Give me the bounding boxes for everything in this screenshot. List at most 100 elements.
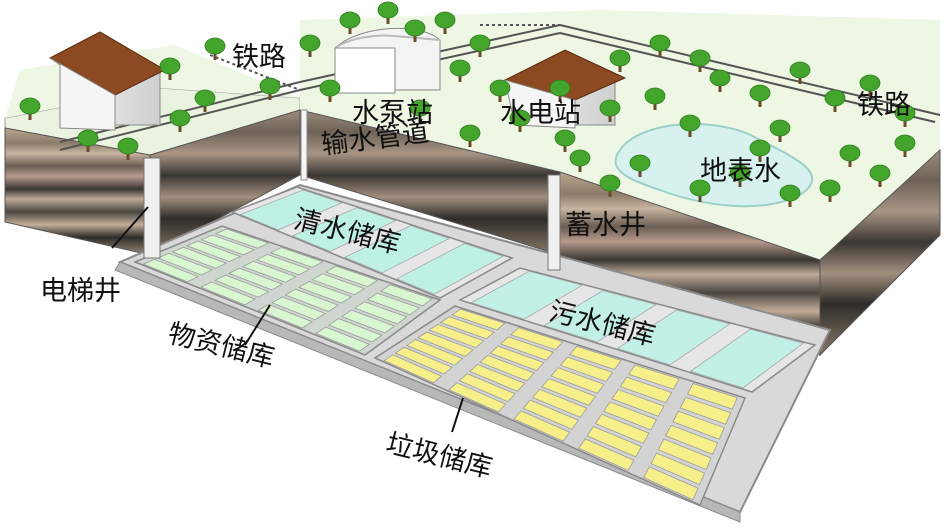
tree-crown [299,34,321,52]
tree-icon [644,87,666,110]
garbage-cell [569,345,622,370]
material-cell [284,288,340,312]
garbage-cell [594,413,650,444]
garbage-cell [513,410,571,442]
garbage-cell [451,308,506,331]
tree-icon [204,37,226,60]
tree-icon [789,61,811,84]
sewage-tank [543,290,657,343]
garbage-cell [468,364,526,392]
clean-water-tank [291,207,397,252]
tree-crown [689,179,711,197]
tree-crown [469,34,491,52]
material-cell [171,246,228,269]
tree-icon [629,154,651,177]
tree-crown [894,104,916,122]
tree-crown [599,99,621,117]
tree-icon [469,34,491,57]
tree-crown [554,129,576,147]
tree-crown [259,77,281,95]
material-cell [340,309,396,334]
garbage-cell [578,438,635,471]
garbage-cell [417,331,474,357]
label-hydro-station: 水电站 [500,98,581,129]
tree-crown [709,69,731,87]
material-cell [200,281,256,306]
tree-icon [77,129,99,152]
garbage-cell [611,389,665,417]
tree-icon [339,11,361,34]
tree-icon [769,119,791,142]
label-pump-station: 水泵站 [352,98,433,129]
pump-station-building-icon [334,27,441,94]
material-cell [311,273,366,296]
garbage-cell [510,327,564,351]
tree-icon [404,19,426,42]
tree-crown [434,11,456,29]
tree-icon [819,179,841,202]
tree-icon [689,179,711,202]
garbage-cell [499,336,555,361]
tree-crown [509,109,531,127]
tree-crown [569,149,591,167]
material-storage [133,225,442,356]
garbage-cell [627,364,680,390]
tree-crown [779,184,801,202]
tree-icon [554,129,576,152]
garbage-cell [559,356,614,382]
tree-icon [459,124,481,147]
material-cell [255,253,311,276]
material-cell [328,318,383,343]
tree-icon [549,79,571,102]
label-surface-water: 地表水 [700,156,781,187]
tree-icon [19,97,41,120]
sewage-tank [689,328,805,389]
storage-well [547,174,561,271]
material-cell [241,260,297,283]
tree-icon [299,34,321,57]
tree-crown [449,59,471,77]
material-cell [315,326,371,352]
tree-crown [824,89,846,107]
garbage-cell [428,323,485,349]
tree-icon [869,164,891,187]
tree-icon [434,11,456,34]
tree-crown [749,139,771,157]
tree-crown [459,124,481,142]
material-cell [353,301,408,325]
garbage-cell [672,410,725,440]
garbage-cell [383,354,443,384]
material-cell [271,296,327,321]
tree-icon [194,89,216,112]
material-cell [297,281,353,304]
tree-crown [769,119,791,137]
material-cell [142,258,200,283]
tree-icon [679,114,701,137]
garbage-cell [586,426,642,458]
tree-crown [729,164,751,182]
garbage-cell [665,424,719,455]
tree-crown [599,174,621,192]
tree-crown [204,37,226,55]
tree-crown [839,144,861,162]
tree-crown [689,49,711,67]
tree-icon [409,99,431,122]
tree-crown [869,164,891,182]
garbage-cell [679,396,732,425]
tree-crown [644,87,666,105]
tree-icon [859,74,881,97]
garbage-cell [394,346,453,375]
tree-icon [609,49,631,72]
tree-crown [749,84,771,102]
tree-icon [117,137,139,160]
tree-icon [894,134,916,157]
tree-crown [339,11,361,29]
material-cell [228,267,284,291]
garbage-cell [603,401,658,431]
sewage-tank [470,270,584,320]
tree-icon [319,79,341,102]
tree-icon [729,164,751,187]
garbage-cell [405,339,464,366]
tree-crown [859,74,881,92]
